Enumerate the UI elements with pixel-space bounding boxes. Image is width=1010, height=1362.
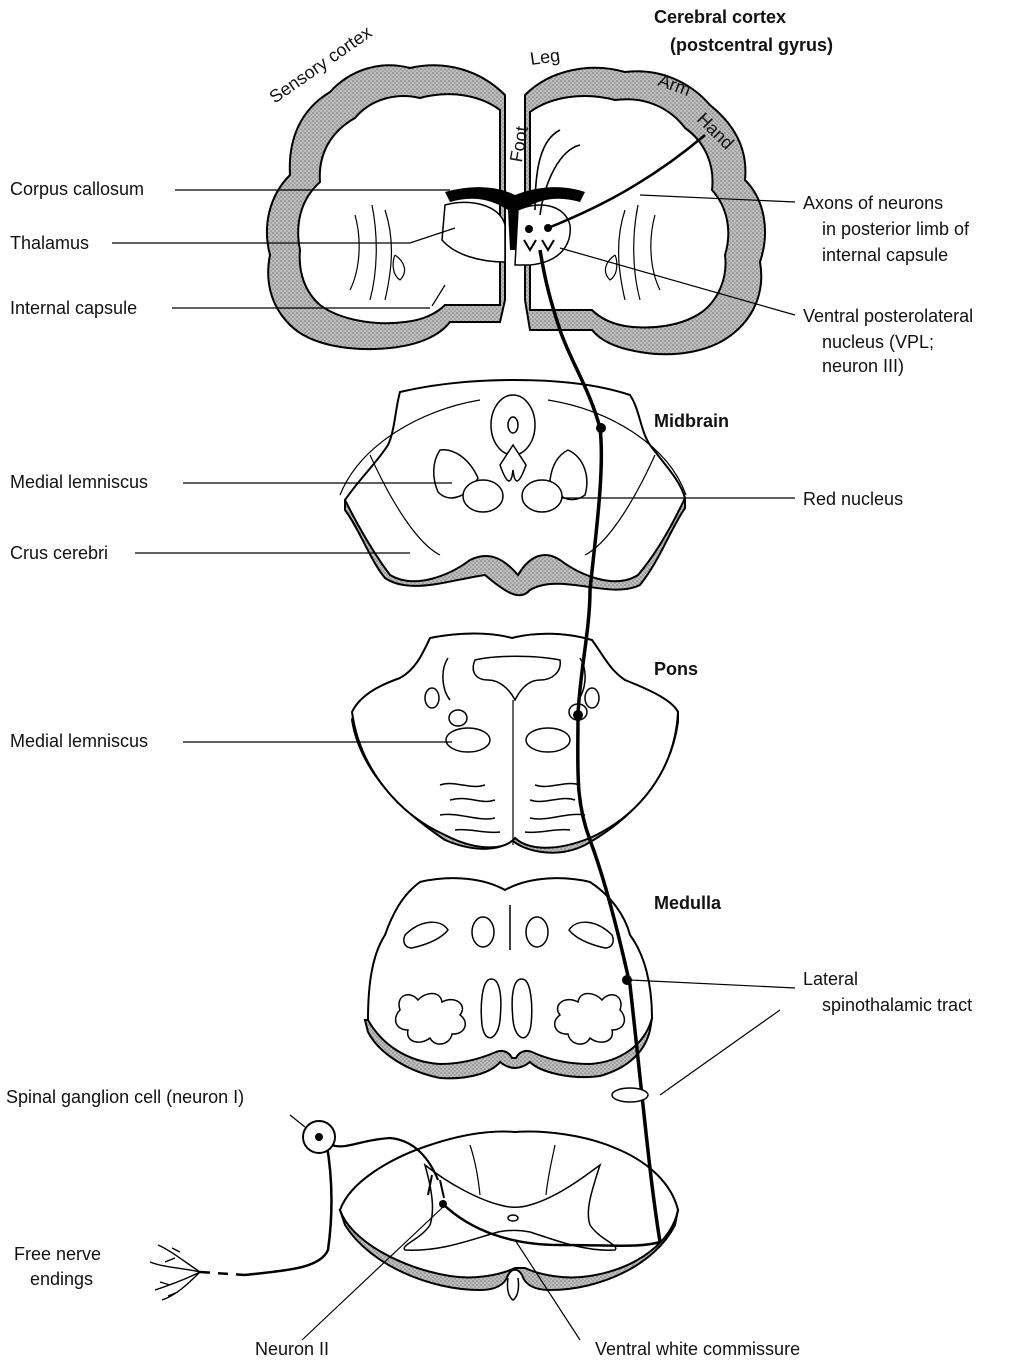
- thalamus-label: Thalamus: [10, 232, 89, 254]
- midbrain-title: Midbrain: [654, 410, 729, 432]
- red-nucleus-label: Red nucleus: [803, 488, 903, 510]
- axons-label-line3: internal capsule: [822, 244, 948, 266]
- right-medial-lemniscus-pons: [526, 728, 570, 752]
- left-gracile-cuneate: [472, 917, 494, 947]
- right-red-nucleus: [522, 480, 562, 512]
- internal-capsule-label: Internal capsule: [10, 297, 137, 319]
- free-nerve-endings-label-line1: Free nerve: [14, 1243, 101, 1265]
- pons-section: [352, 634, 678, 853]
- vpl-label-line3: neuron III): [822, 355, 904, 377]
- free-nerve-endings-label-line2: endings: [30, 1268, 93, 1290]
- cerebral-aqueduct: [508, 417, 518, 433]
- free-nerve-endings-icon: [150, 1245, 200, 1300]
- axons-label-line2: in posterior limb of: [822, 218, 969, 240]
- vpl-label-line1: Ventral posterolateral: [803, 305, 973, 327]
- tract-node-midbrain: [596, 423, 606, 433]
- ventral-white-commissure-label: Ventral white commissure: [595, 1338, 800, 1360]
- peripheral-axon: [245, 1135, 331, 1275]
- brain-coronal-section: [267, 65, 765, 354]
- spinal-ganglion-label: Spinal ganglion cell (neuron I): [6, 1086, 244, 1108]
- medial-lemniscus-midbrain-label: Medial lemniscus: [10, 471, 148, 493]
- midbrain-section: [340, 380, 686, 595]
- medial-lemniscus-pons-label: Medial lemniscus: [10, 730, 148, 752]
- peripheral-dashes: [200, 1272, 245, 1275]
- medulla-section: [365, 878, 652, 1078]
- tract-cross-section: [612, 1088, 648, 1102]
- pons-title: Pons: [654, 658, 698, 680]
- axons-label-line1: Axons of neurons: [803, 192, 943, 214]
- crus-cerebri-label: Crus cerebri: [10, 542, 108, 564]
- left-medial-lemniscus-pons: [446, 728, 490, 752]
- corpus-callosum-label: Corpus callosum: [10, 178, 144, 200]
- central-canal: [508, 1215, 518, 1221]
- lateral-spinothalamic-label-line2: spinothalamic tract: [822, 994, 972, 1016]
- vpl-label-line2: nucleus (VPL;: [822, 331, 934, 353]
- spinal-ganglion-nucleus: [315, 1133, 323, 1141]
- neuron-ii-label: Neuron II: [255, 1338, 329, 1360]
- medulla-title: Medulla: [654, 892, 721, 914]
- left-pyramid: [481, 979, 501, 1038]
- right-pyramid: [512, 979, 532, 1038]
- ventral-median-fissure: [507, 1278, 518, 1300]
- tract-node-pons: [573, 710, 583, 720]
- spinal-cord-section: [340, 1132, 678, 1300]
- leg-label: Leg: [529, 44, 562, 70]
- right-gracile-cuneate: [526, 917, 548, 947]
- vpl-neuron-cell-1: [525, 225, 533, 233]
- lateral-spinothalamic-label-line1: Lateral: [803, 968, 858, 990]
- cerebral-cortex-title-line2: (postcentral gyrus): [670, 34, 833, 56]
- cerebral-cortex-title-line1: Cerebral cortex: [654, 6, 786, 28]
- left-red-nucleus: [463, 480, 503, 512]
